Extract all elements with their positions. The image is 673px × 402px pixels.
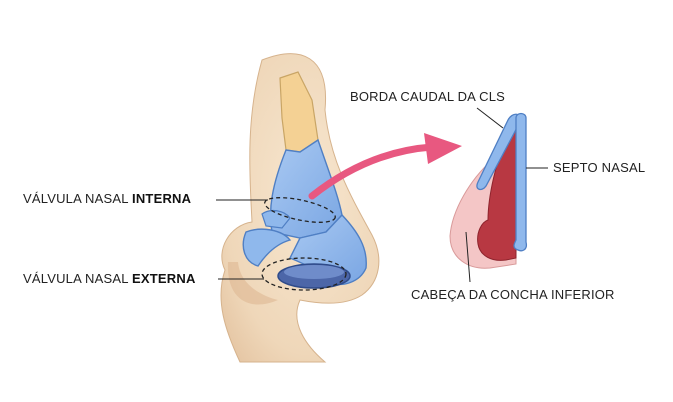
section-septum xyxy=(513,112,528,252)
label-turbinate-head: CABEÇA DA CONCHA INFERIOR xyxy=(411,287,615,302)
external-valve-marker xyxy=(261,257,347,291)
zoom-arrow xyxy=(308,133,462,200)
label-external-valve-emphasis: EXTERNA xyxy=(132,271,196,286)
leader-turbinate xyxy=(465,231,471,283)
label-internal-valve-prefix: VÁLVULA NASAL xyxy=(23,191,133,206)
label-internal-valve-emphasis: INTERNA xyxy=(132,191,192,206)
label-nasal-septum: SEPTO NASAL xyxy=(553,160,646,175)
label-caudal-border: BORDA CAUDAL DA CLS xyxy=(350,89,506,104)
nostril-rim xyxy=(284,265,344,279)
internal-valve-marker xyxy=(264,197,336,223)
turbinate-head-shape xyxy=(477,125,517,261)
nose-illustration xyxy=(220,53,380,363)
ala-shadow xyxy=(227,262,278,305)
label-external-valve: VÁLVULA NASAL EXTERNA xyxy=(23,271,196,286)
leader-lines xyxy=(216,107,548,283)
alar-cartilage xyxy=(242,228,292,267)
sesamoid-cartilage xyxy=(261,209,291,229)
leader-caudal-border xyxy=(476,107,504,129)
valve-cross-section xyxy=(449,112,528,269)
label-internal-valve: VÁLVULA NASAL INTERNA xyxy=(23,191,191,206)
label-external-valve-prefix: VÁLVULA NASAL xyxy=(23,271,133,286)
